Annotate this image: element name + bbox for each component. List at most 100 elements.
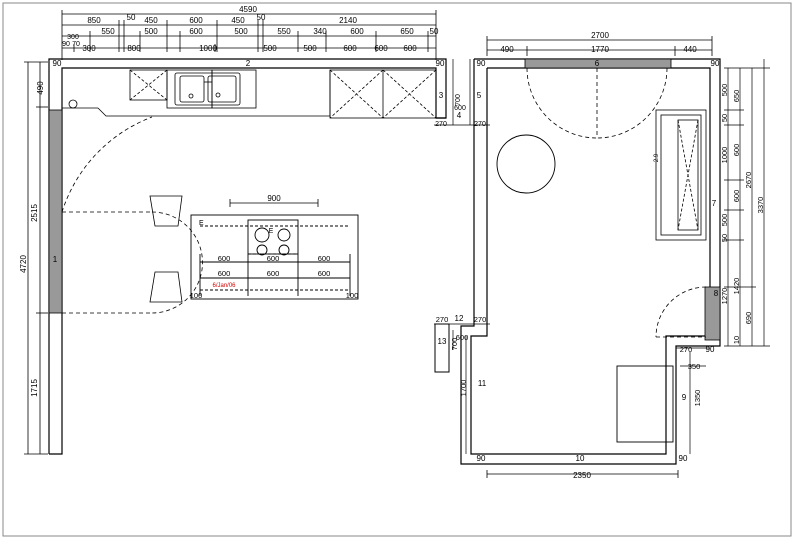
right-vertical-labels: 500 650 50 1000 600 600 500 50 1420 1270… bbox=[720, 84, 765, 344]
bottom-right-labels: 270 350 1350 bbox=[680, 345, 702, 406]
dim-label: 1000 bbox=[720, 147, 729, 164]
dim-label: 2670 bbox=[744, 172, 753, 189]
tall-cabinet bbox=[655, 109, 707, 241]
dim-label: 500 bbox=[303, 44, 317, 53]
corner-circle bbox=[68, 99, 78, 109]
cabinet-small-label: 2.9 bbox=[654, 153, 660, 162]
dim-label: 800 bbox=[127, 44, 141, 53]
dim-label: 550 bbox=[101, 27, 115, 36]
top-overall-dim: 4590 bbox=[239, 5, 257, 14]
left-window bbox=[48, 109, 63, 314]
dim-label: 1770 bbox=[591, 45, 609, 54]
right-wall-labels: 6 7 8 9 10 11 12 13 bbox=[438, 59, 719, 463]
dim-label: 600 bbox=[189, 16, 203, 25]
bottom-overall-dim bbox=[486, 470, 679, 478]
corner-label: 90 bbox=[711, 59, 720, 68]
left-door-swing bbox=[61, 116, 203, 314]
dim-label: 50 bbox=[430, 27, 439, 36]
unit-label: 600 bbox=[218, 254, 231, 263]
dim-label: 500 bbox=[234, 27, 248, 36]
appliance-box bbox=[616, 365, 674, 443]
dim-label: 600 bbox=[732, 190, 741, 203]
dim-label: 70 bbox=[72, 41, 80, 48]
island-red-annotation: 6/Jan/06 bbox=[212, 283, 236, 289]
island-width-label: 900 bbox=[267, 194, 281, 203]
annex-dim-labels: 270 270 700 600 1700 bbox=[436, 315, 487, 396]
wall-label: 90 bbox=[53, 59, 62, 68]
round-table bbox=[496, 134, 556, 194]
lower-left-pillar bbox=[434, 323, 450, 373]
dim-label: 600 bbox=[189, 27, 203, 36]
wall-label: 9 bbox=[682, 393, 687, 402]
top-counter-run bbox=[62, 69, 437, 119]
dim-label: 650 bbox=[400, 27, 414, 36]
wall-label: 11 bbox=[478, 379, 487, 388]
corner-label: 90 bbox=[477, 59, 486, 68]
kitchen-island bbox=[190, 214, 359, 300]
dim-label: 500 bbox=[263, 44, 277, 53]
right-corner-labels: 90 90 90 90 90 bbox=[477, 59, 720, 463]
wall-label: 4 bbox=[457, 111, 462, 120]
bottom-right-dims bbox=[676, 347, 710, 454]
dim-label: 600 bbox=[374, 44, 388, 53]
dim-label: 90 bbox=[62, 41, 70, 48]
unit-label: 600 bbox=[318, 269, 331, 278]
hob-letter: E bbox=[269, 228, 274, 235]
unit-label: 600 bbox=[267, 269, 280, 278]
left-dimension-chains bbox=[24, 61, 48, 455]
wall-label: 2 bbox=[246, 59, 251, 68]
dim-label: 1715 bbox=[30, 379, 39, 397]
dim-label: 600 bbox=[403, 44, 417, 53]
dim-label: 270 bbox=[474, 121, 486, 128]
wall-label: 7 bbox=[712, 199, 717, 208]
unit-label: 600 bbox=[267, 254, 280, 263]
drawing-border bbox=[2, 2, 792, 537]
unit-label: 600 bbox=[318, 254, 331, 263]
wall-label: 10 bbox=[576, 454, 585, 463]
dim-label: 440 bbox=[683, 45, 697, 54]
right-top-dims bbox=[486, 36, 713, 56]
dim-label: 50 bbox=[720, 234, 729, 242]
dim-label: 300 bbox=[67, 34, 79, 41]
dim-label: 50 bbox=[127, 13, 136, 22]
bottom-overall-label: 2350 bbox=[573, 471, 591, 480]
dim-label: 600 bbox=[343, 44, 357, 53]
dim-label: 490 bbox=[36, 81, 45, 95]
right-top-overall: 2700 bbox=[591, 31, 609, 40]
right-top-window bbox=[524, 58, 672, 69]
left-plan-wall-labels: 90 2 90 1 3 4 5 bbox=[53, 59, 482, 264]
dim-label: 500 bbox=[720, 84, 729, 97]
wall-label: 1 bbox=[53, 255, 58, 264]
right-top-row: 490 1770 440 bbox=[500, 45, 697, 54]
island-letter: E bbox=[199, 220, 204, 227]
top-dim-corner: 300 90 70 bbox=[62, 34, 80, 48]
unit-label: 100 bbox=[346, 291, 359, 300]
top-dim-row3: 300 800 1000 500 500 600 600 600 bbox=[82, 44, 417, 53]
wall-label: 12 bbox=[455, 314, 464, 323]
unit-label: 600 bbox=[218, 269, 231, 278]
corner-label: 90 bbox=[477, 454, 486, 463]
wall-label: 5 bbox=[477, 91, 482, 100]
dim-label: 50 bbox=[257, 13, 266, 22]
dim-label: 4720 bbox=[19, 255, 28, 273]
corner-label: 90 bbox=[679, 454, 688, 463]
right-door-swings bbox=[526, 67, 707, 338]
right-vertical-dims bbox=[724, 59, 770, 347]
dim-label: 10 bbox=[732, 336, 741, 344]
sink bbox=[174, 72, 241, 106]
right-side-window bbox=[704, 286, 721, 341]
dim-label: 700 bbox=[450, 338, 459, 351]
right-plan-walls bbox=[460, 58, 721, 465]
wall-label: 3 bbox=[439, 91, 444, 100]
dim-label: 490 bbox=[500, 45, 514, 54]
left-dim-labels: 490 2515 4720 1715 bbox=[19, 81, 45, 397]
dim-label: 550 bbox=[277, 27, 291, 36]
unit-label: 100 bbox=[190, 291, 203, 300]
bar-stools bbox=[149, 195, 183, 303]
island-dim-line bbox=[229, 199, 319, 207]
wall-label: 6 bbox=[595, 59, 600, 68]
dim-label: 270 bbox=[436, 315, 449, 324]
dim-label: 270 bbox=[474, 315, 487, 324]
dim-label: 500 bbox=[720, 214, 729, 227]
